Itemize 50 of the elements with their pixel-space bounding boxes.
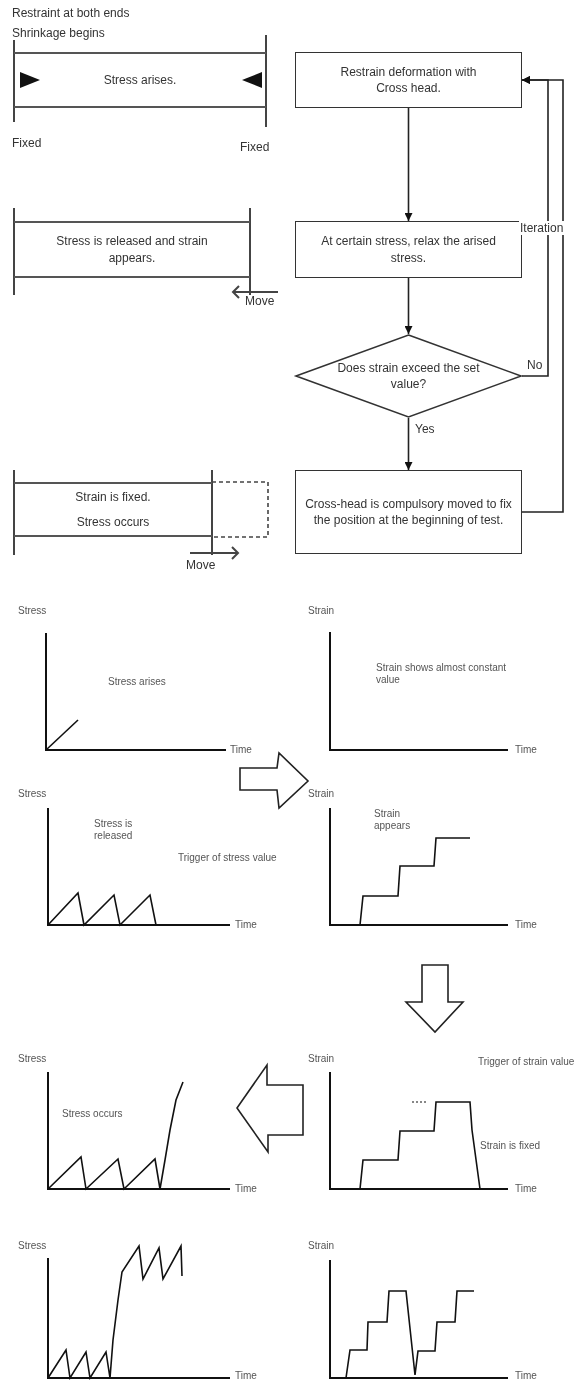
- specimen-band: [14, 482, 212, 537]
- chart-annotation: Strain shows almost constant value: [376, 662, 508, 686]
- chart-annotation: Strain: [308, 605, 335, 617]
- chart-annotation: Stress occurs: [62, 1108, 123, 1120]
- node-text: Restrain deformation with Cross head.: [339, 63, 478, 97]
- flow-arrow: [404, 417, 413, 471]
- note-text: Fixed: [12, 136, 42, 151]
- note-text: Move: [245, 294, 275, 309]
- chart-annotation: Strain: [308, 1053, 335, 1065]
- chart-annotation: Time: [515, 1183, 537, 1195]
- node-text: Cross-head is compulsory moved to fix the position at the beginning of test.: [304, 495, 513, 529]
- node-text: Strain is fixed.: [75, 489, 151, 506]
- note-text: Restraint at both ends: [12, 6, 130, 21]
- chart-annotation: Time: [235, 1183, 257, 1195]
- chart-annotation: Stress: [18, 1240, 47, 1252]
- specimen-band: [14, 221, 250, 278]
- process-box: [295, 221, 522, 278]
- chart-annotation: Stress is released: [94, 818, 134, 842]
- node-text: Stress is released and strain appears.: [55, 233, 209, 266]
- node-text: Does strain exceed the set value?: [337, 359, 480, 393]
- chart-annotation: Time: [515, 744, 537, 756]
- flow-arrow: [521, 76, 564, 513]
- chart-annotation: Time: [515, 919, 537, 931]
- chart-annotation: Strain is fixed: [480, 1140, 541, 1152]
- note-text: Move: [186, 558, 216, 573]
- decision-diamond: [295, 334, 522, 418]
- flow-arrow: [404, 277, 413, 335]
- node-text: Stress occurs: [76, 513, 150, 530]
- chart-annotation: Time: [235, 1370, 257, 1382]
- chart-annotation: Strain: [308, 788, 335, 800]
- chart-annotation: Stress arises: [108, 676, 167, 688]
- chart-annotation: Strain appears: [374, 808, 412, 832]
- edge-label: Iteration: [519, 221, 565, 236]
- chart-annotation: Stress: [18, 1053, 47, 1065]
- specimen-band: [14, 52, 266, 108]
- process-box: [295, 470, 522, 554]
- note-text: Fixed: [240, 140, 270, 155]
- chart-annotation: Trigger of stress value: [178, 852, 278, 864]
- chart-annotation: Time: [515, 1370, 537, 1382]
- node-text: Stress arises.: [103, 71, 177, 89]
- note-text: Shrinkage begins: [12, 26, 105, 41]
- node-text: At certain stress, relax the arised stress.: [320, 233, 497, 266]
- chart-annotation: Stress: [18, 605, 47, 617]
- chart-annotation: Time: [235, 919, 257, 931]
- process-box: [295, 52, 522, 108]
- chart-annotation: Strain: [308, 1240, 335, 1252]
- chart-annotation: Trigger of strain value: [478, 1056, 576, 1068]
- chart-annotation: Stress: [18, 788, 47, 800]
- flow-arrow: [404, 107, 413, 222]
- chart-annotation: Time: [230, 744, 252, 756]
